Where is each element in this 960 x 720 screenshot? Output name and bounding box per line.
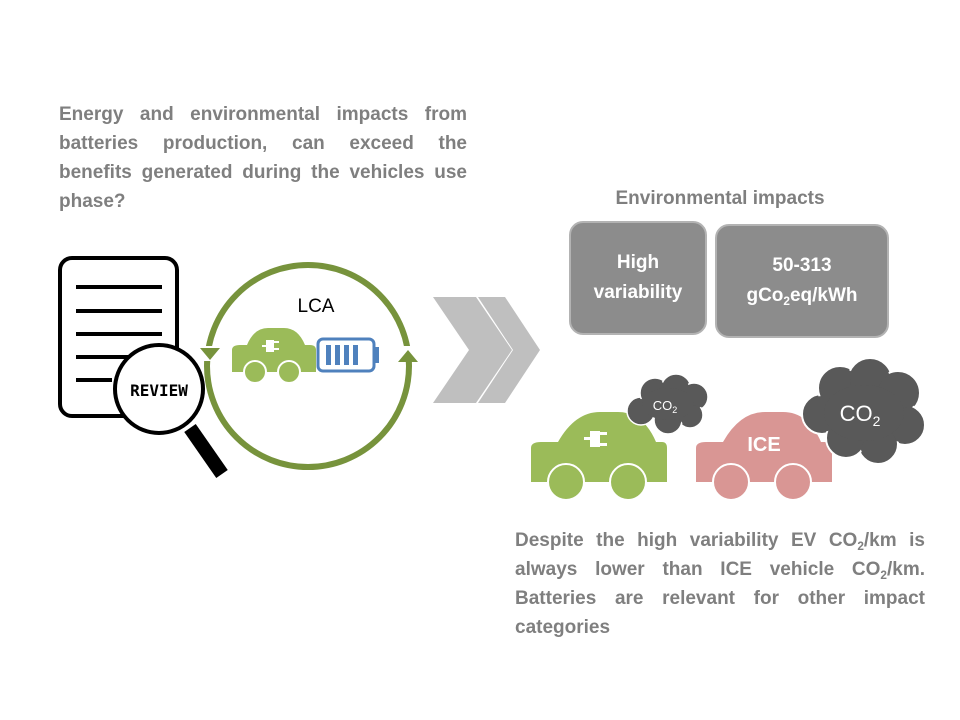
svg-text:CO2: CO2 <box>653 398 678 415</box>
emission-range-unit: gCo2eq/kWh <box>746 281 857 311</box>
svg-text:CO2: CO2 <box>840 401 881 429</box>
ev-cloud-sub: 2 <box>672 405 677 415</box>
emission-range-box: 50-313 gCo2eq/kWh <box>715 224 889 338</box>
unit-sub: 2 <box>783 295 790 309</box>
lifecycle-arrows-icon: LCA <box>198 262 430 470</box>
co2-cloud-large-icon: CO2 <box>801 357 926 465</box>
conclusion-part3: /km. Batteries are relevant for other im… <box>515 559 925 638</box>
lca-label: LCA <box>298 296 335 317</box>
emission-range-value: 50-313 <box>772 255 832 276</box>
impacts-heading: Environmental impacts <box>615 188 825 209</box>
ev-car-icon <box>232 328 316 384</box>
ice-cloud-sub: 2 <box>873 413 881 429</box>
ice-label: ICE <box>747 434 780 456</box>
ice-car-icon: ICE <box>696 412 832 501</box>
high-variability-line2: variability <box>593 282 683 303</box>
magnifier-icon: REVIEW <box>113 343 228 478</box>
conclusion-part1: Despite the high variability EV CO <box>515 530 858 551</box>
unit-post: eq/kWh <box>789 285 858 306</box>
ev-cloud-co: CO <box>653 398 673 413</box>
ev-car-large-icon <box>531 412 667 501</box>
high-variability-line1: High <box>616 252 660 273</box>
intro-question-text: Energy and environmental impacts from ba… <box>59 104 467 212</box>
unit-pre: gCo <box>746 285 784 306</box>
conclusion-sub1: 2 <box>857 540 864 554</box>
conclusion-sub2: 2 <box>880 569 887 583</box>
conclusion-part2: /km is always lower than ICE vehicle CO <box>515 530 925 580</box>
review-label: REVIEW <box>130 381 188 400</box>
high-variability-box: High variability <box>569 221 707 335</box>
ice-cloud-co: CO <box>840 401 873 426</box>
battery-icon <box>316 337 379 373</box>
co2-cloud-icon: CO2 <box>626 373 709 435</box>
chevron-arrow-icon <box>433 297 540 403</box>
conclusion-text: Despite the high variability EV CO2/km i… <box>515 526 925 642</box>
